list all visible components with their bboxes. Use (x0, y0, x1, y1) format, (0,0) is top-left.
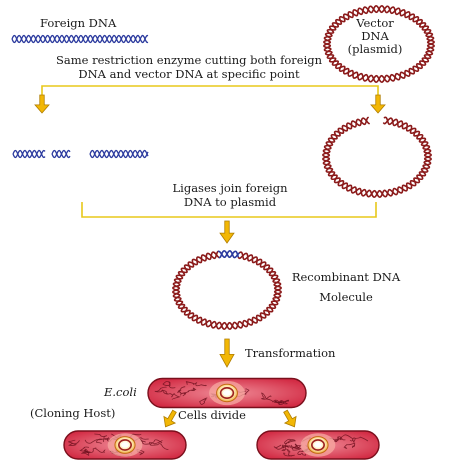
bacterium-cell-icon (63, 430, 187, 460)
restriction-enzyme-label: Same restriction enzyme cutting both for… (44, 53, 334, 81)
restriction-line1: Same restriction enzyme cutting both for… (55, 53, 323, 67)
vector-plasmid (323, 5, 435, 83)
down-arrow-icon (219, 338, 235, 368)
recombinant-label: Recombinant DNA Molecule (286, 267, 406, 307)
cloning-host-label: (Cloning Host) (30, 406, 116, 420)
transformation-label: Transformation (245, 346, 336, 360)
cells-divide-label: Cells divide (178, 408, 246, 422)
ligase-line1: Ligases join foreign (172, 181, 288, 195)
restriction-line2: DNA and vector DNA at specific point (78, 67, 300, 81)
ligase-line2: DNA to plasmid (183, 195, 277, 209)
cut-plasmid (322, 116, 432, 198)
recombinant-line1: Recombinant DNA (291, 270, 401, 284)
vector-label-line2: DNA (361, 29, 389, 43)
foreign-dna-label: Foreign DNA (40, 16, 117, 30)
vector-label-line1: Vector (356, 16, 394, 30)
down-arrow-icon (219, 220, 235, 244)
ligase-bracket (81, 202, 377, 218)
down-arrow-icon (34, 94, 50, 114)
recombinant-line2: Molecule (319, 290, 373, 304)
cut-foreign-dna-fragments (12, 149, 149, 159)
bacterium-cell-icon (256, 430, 380, 460)
vector-dna-label: Vector DNA (plasmid) (343, 17, 407, 56)
vector-label-line3: (plasmid) (347, 42, 403, 56)
restriction-bracket (41, 85, 379, 100)
down-arrow-icon (370, 94, 386, 114)
down-arrow-icon (163, 409, 177, 428)
ecoli-label: E.coli (104, 385, 137, 399)
bacterium-cell-icon (147, 377, 307, 409)
down-arrow-icon (283, 409, 297, 428)
ligase-label: Ligases join foreign DNA to plasmid (160, 181, 300, 209)
recombinant-plasmid (172, 250, 282, 330)
foreign-dna-helix (11, 34, 149, 44)
